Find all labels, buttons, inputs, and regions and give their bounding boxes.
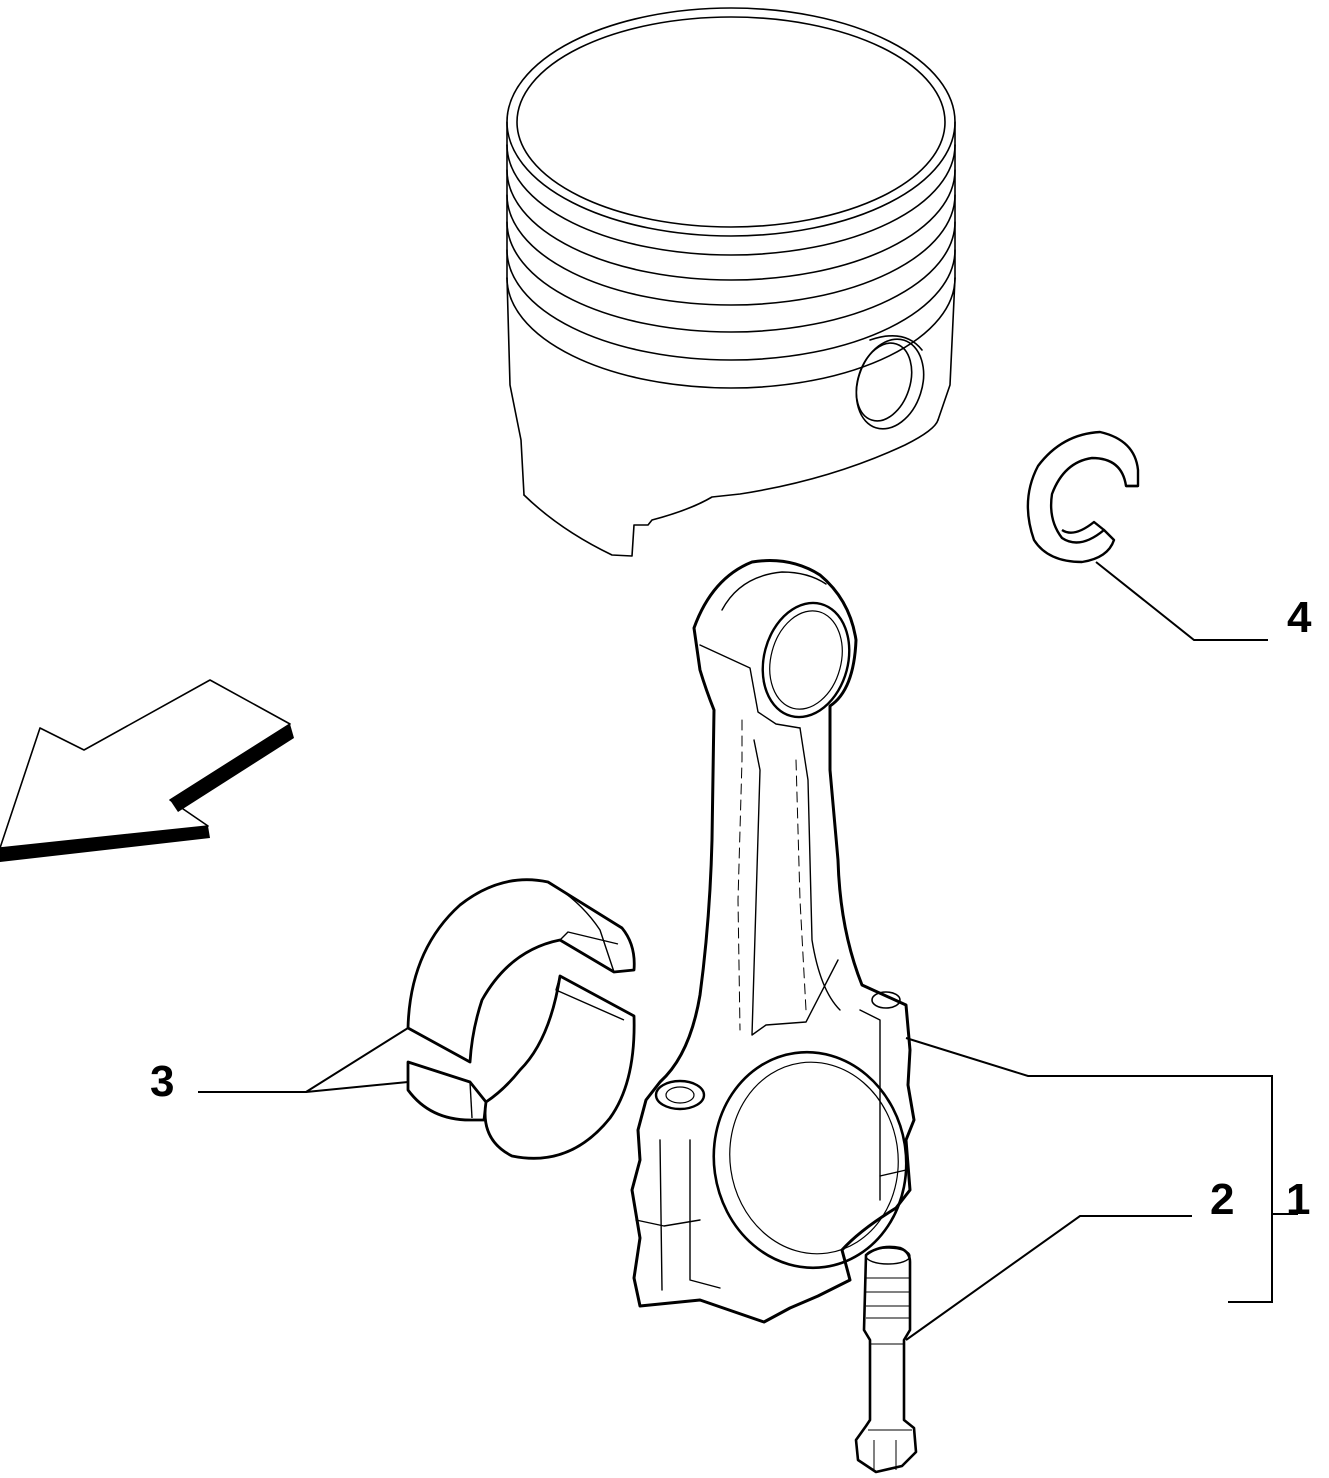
connecting-rod-bolt — [856, 1247, 916, 1472]
leader-lines — [198, 562, 1298, 1340]
piston — [507, 8, 955, 556]
callout-2: 2 — [1210, 1175, 1235, 1224]
connecting-rod — [632, 561, 920, 1322]
callout-1: 1 — [1286, 1175, 1311, 1224]
leader-line-3b — [306, 1082, 408, 1092]
leader-line-2 — [906, 1216, 1192, 1340]
front-direction-arrow-icon — [0, 680, 294, 862]
callout-3: 3 — [150, 1057, 175, 1106]
big-end-bearing-shells — [408, 880, 634, 1159]
leader-line-4 — [1096, 562, 1268, 640]
callout-4: 4 — [1287, 593, 1312, 642]
leader-line-3 — [198, 1028, 408, 1092]
piston-pin-circlip — [1028, 432, 1138, 562]
leader-line-1 — [906, 1038, 1272, 1302]
